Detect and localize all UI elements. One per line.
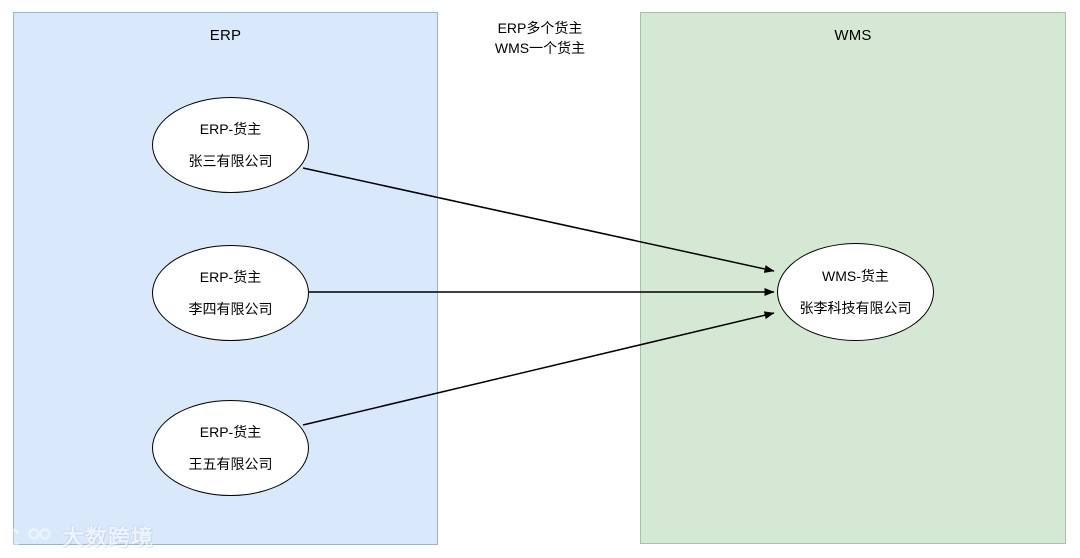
- node-wms-shipper-1-line1: WMS-货主: [822, 268, 889, 284]
- node-erp-shipper-2[interactable]: ERP-货主 李四有限公司: [152, 245, 309, 341]
- node-erp-shipper-1-line2: 张三有限公司: [188, 153, 273, 169]
- node-erp-shipper-1[interactable]: ERP-货主 张三有限公司: [152, 97, 309, 193]
- node-erp-shipper-3-line2: 王五有限公司: [188, 456, 273, 472]
- container-erp-title: ERP: [209, 27, 242, 44]
- center-note-label: ERP多个货主 WMS一个货主: [494, 20, 586, 56]
- node-erp-shipper-1-line1: ERP-货主: [199, 121, 262, 137]
- node-wms-shipper-1-line2: 张李科技有限公司: [799, 300, 912, 316]
- node-erp-shipper-3[interactable]: ERP-货主 王五有限公司: [152, 400, 309, 496]
- node-erp-shipper-3-line1: ERP-货主: [199, 424, 262, 440]
- node-wms-shipper-1[interactable]: WMS-货主 张李科技有限公司: [777, 243, 934, 341]
- container-wms-title: WMS: [834, 27, 872, 44]
- node-erp-shipper-2-line1: ERP-货主: [199, 269, 262, 285]
- node-erp-shipper-2-line2: 李四有限公司: [188, 301, 273, 317]
